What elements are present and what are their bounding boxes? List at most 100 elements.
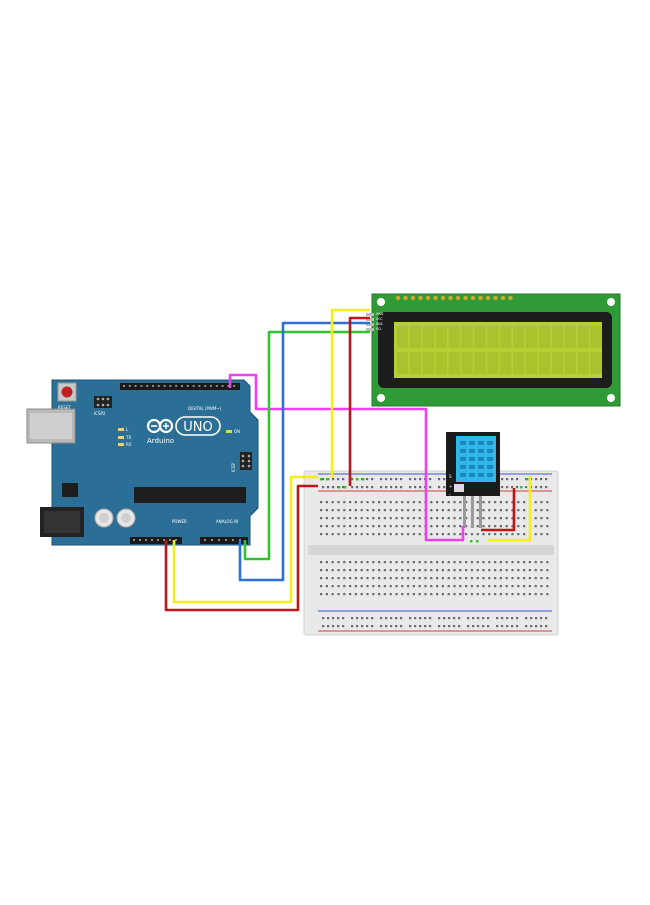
breadboard-hole — [424, 561, 427, 564]
breadboard-hole — [325, 577, 328, 580]
breadboard-hole — [418, 525, 421, 528]
breadboard-hole — [447, 577, 450, 580]
rail-hole — [496, 617, 499, 620]
rail-hole — [400, 625, 403, 628]
breadboard-hole — [499, 585, 502, 588]
breadboard-hole — [470, 593, 473, 596]
breadboard-hole — [534, 525, 537, 528]
breadboard-hole — [325, 593, 328, 596]
breadboard-hole — [505, 517, 508, 520]
breadboard-hole — [395, 509, 398, 512]
breadboard-hole — [418, 593, 421, 596]
breadboard-hole — [378, 501, 381, 504]
header-pin — [123, 385, 125, 387]
breadboard-hole — [418, 561, 421, 564]
breadboard-hole — [343, 525, 346, 528]
breadboard-hole — [401, 585, 404, 588]
rail-hole — [429, 478, 432, 481]
header-pin — [152, 385, 154, 387]
breadboard-hole — [482, 509, 485, 512]
sensor-pin-s-label: S — [449, 474, 452, 479]
breadboard-hole — [505, 525, 508, 528]
breadboard-hole — [343, 585, 346, 588]
breadboard-hole — [482, 561, 485, 564]
reset-button-cap[interactable] — [61, 386, 73, 398]
breadboard-hole — [389, 561, 392, 564]
breadboard-hole-used — [476, 540, 479, 543]
breadboard-hole — [412, 517, 415, 520]
header-pin — [198, 385, 201, 387]
breadboard-hole — [511, 585, 514, 588]
rail-hole — [371, 486, 374, 489]
breadboard-hole — [366, 517, 369, 520]
breadboard-hole — [540, 569, 543, 572]
icsp2-header — [94, 396, 112, 408]
lcd-cell — [487, 326, 499, 348]
breadboard-hole-used — [470, 540, 473, 543]
breadboard-hole — [476, 509, 479, 512]
breadboard-hole — [482, 525, 485, 528]
breadboard-hole — [383, 509, 386, 512]
lcd-cell — [461, 352, 473, 374]
breadboard-hole — [436, 509, 439, 512]
breadboard-hole — [331, 561, 334, 564]
breadboard-hole — [465, 533, 468, 536]
led-rx-label: RX — [126, 442, 132, 447]
breadboard-hole — [349, 533, 352, 536]
breadboard-hole — [412, 569, 415, 572]
breadboard-hole — [430, 585, 433, 588]
breadboard-hole — [488, 593, 491, 596]
capacitor-1-top — [99, 513, 109, 523]
lcd-pin — [395, 295, 401, 301]
breadboard-channel — [308, 545, 554, 555]
grill-slot — [460, 457, 466, 461]
breadboard-hole — [517, 517, 520, 520]
rail-hole — [540, 478, 543, 481]
breadboard-hole — [517, 525, 520, 528]
breadboard-hole — [320, 501, 323, 504]
breadboard-hole — [412, 501, 415, 504]
breadboard-hole — [378, 509, 381, 512]
atmega-chip — [134, 487, 246, 503]
breadboard-hole — [482, 593, 485, 596]
led-l-label: L — [126, 427, 129, 432]
breadboard-hole — [366, 561, 369, 564]
header-pin — [133, 539, 135, 541]
breadboard-hole — [436, 517, 439, 520]
breadboard-hole — [528, 585, 531, 588]
rail-hole — [511, 617, 514, 620]
breadboard-hole — [534, 533, 537, 536]
lcd-cell — [551, 326, 563, 348]
breadboard-hole — [540, 501, 543, 504]
breadboard-hole — [360, 525, 363, 528]
breadboard-hole — [401, 577, 404, 580]
breadboard-hole — [499, 533, 502, 536]
rail-hole — [525, 625, 528, 628]
header-pin — [128, 385, 131, 387]
wire-red-arduino — [164, 484, 318, 612]
breadboard-hole — [412, 533, 415, 536]
breadboard-hole — [465, 577, 468, 580]
breadboard-hole — [447, 561, 450, 564]
breadboard-hole — [465, 509, 468, 512]
breadboard-hole — [349, 509, 352, 512]
breadboard-hole — [441, 561, 444, 564]
breadboard-hole — [412, 577, 415, 580]
lcd-pin — [470, 295, 476, 301]
breadboard-hole — [383, 561, 386, 564]
rail-hole — [380, 617, 383, 620]
breadboard-hole — [337, 525, 340, 528]
breadboard-hole — [337, 593, 340, 596]
lcd-pin — [433, 295, 438, 301]
lcd-cell — [448, 326, 460, 348]
breadboard-hole — [366, 577, 369, 580]
rail-hole — [322, 617, 325, 620]
breadboard-hole — [430, 501, 433, 504]
breadboard-hole — [343, 509, 346, 512]
breadboard-hole-used — [362, 478, 365, 481]
breadboard-hole — [366, 509, 369, 512]
breadboard-hole — [401, 593, 404, 596]
wire-yellow-sensor — [488, 476, 532, 542]
breadboard-hole — [465, 585, 468, 588]
breadboard-hole — [354, 517, 357, 520]
